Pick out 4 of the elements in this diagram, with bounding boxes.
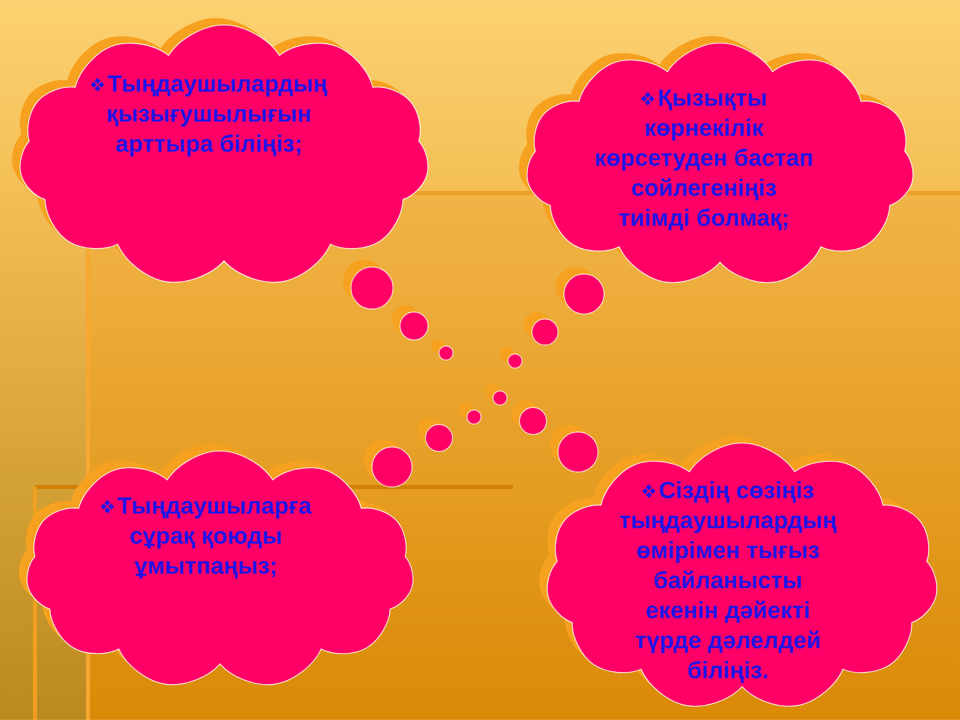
thought-cloud: Қызықты көрнекілік көрсетуден бастап сойлегеніңіз тиімді болмақ; xyxy=(519,36,914,283)
thought-cloud: Тыңдаушылардың қызығушылығын арттыра біліңіз; xyxy=(12,18,428,283)
thought-cloud: Тыңдаушыларға сұрақ қоюды ұмытпаңыз; xyxy=(19,444,414,685)
thought-cloud: Сіздің сөзіңіз тыңдаушылардың өмірімен тығыз байланысты екенін дәйекті түрде дәлелдей біліңіз. xyxy=(539,436,938,707)
